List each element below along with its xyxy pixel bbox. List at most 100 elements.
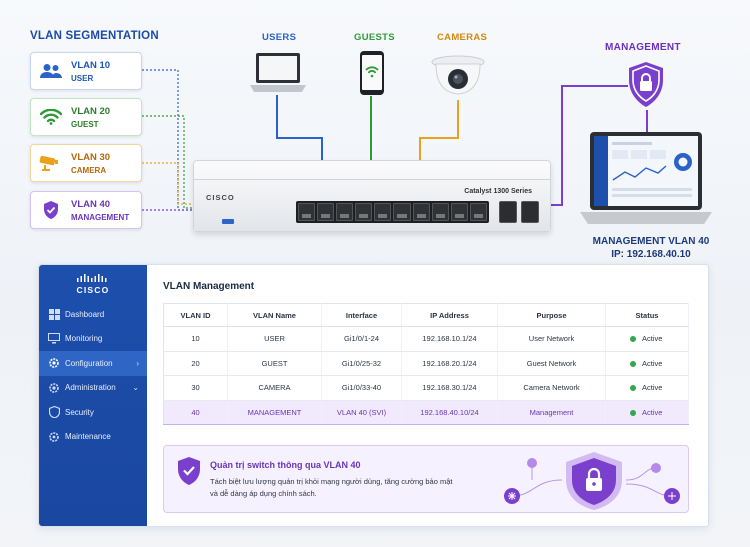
callout-line: Tách biệt lưu lượng quản trị khỏi mạng n… bbox=[210, 477, 453, 486]
cell-vlan-id: 30 bbox=[163, 375, 228, 401]
cell-interface: Gi1/0/1-24 bbox=[321, 326, 402, 352]
status-badge: Active bbox=[605, 399, 689, 425]
sidebar-item-label: Dashboard bbox=[65, 309, 105, 319]
cell-interface: Gi1/0/25-32 bbox=[321, 351, 402, 376]
status-dot-icon bbox=[630, 360, 636, 367]
sidebar-item-monitoring[interactable]: Monitoring bbox=[39, 327, 147, 352]
shield-lock-icon bbox=[629, 62, 663, 107]
management-host-ip: IP: 192.168.40.10 bbox=[611, 249, 691, 260]
cell-interface: Gi1/0/33-40 bbox=[321, 375, 402, 401]
management-label: MANAGEMENT bbox=[605, 42, 681, 53]
management-host-title: MANAGEMENT VLAN 40 bbox=[592, 236, 710, 247]
vlan-card-name: MANAGEMENT bbox=[71, 212, 130, 222]
sfp-port bbox=[521, 201, 539, 223]
dashboard-icon bbox=[47, 307, 61, 321]
shield-check-icon bbox=[178, 457, 200, 485]
status-badge: Active bbox=[605, 351, 689, 376]
status-text: Active bbox=[642, 358, 663, 368]
cell-vlan-id: 10 bbox=[163, 326, 228, 352]
cell-ip-address: 192.168.30.1/24 bbox=[401, 375, 498, 401]
cell-purpose: User Network bbox=[497, 326, 606, 352]
dome-camera-icon bbox=[431, 55, 485, 95]
cell-ip-address: 192.168.40.10/24 bbox=[401, 399, 498, 425]
vlan-card-id: VLAN 20 bbox=[71, 105, 111, 117]
callout-line: và dễ dàng áp dụng chính sách. bbox=[210, 488, 317, 498]
info-callout: Quản trị switch thông qua VLAN 40 Tách b… bbox=[163, 445, 689, 513]
sidebar-item-configuration[interactable]: Configuration › bbox=[39, 351, 147, 376]
vlan-card-id: VLAN 30 bbox=[71, 151, 111, 163]
vlan-card-camera: VLAN 30 CAMERA bbox=[30, 144, 142, 182]
sidebar-item-maintenance[interactable]: Maintenance bbox=[39, 425, 147, 450]
vlan-table: VLAN ID VLAN Name Interface IP Address P… bbox=[163, 303, 689, 425]
cell-vlan-id: 20 bbox=[163, 351, 228, 376]
table-row[interactable]: 10 USER Gi1/0/1-24 192.168.10.1/24 User … bbox=[163, 326, 689, 352]
status-badge: Active bbox=[605, 326, 689, 352]
sidebar-item-label: Administration bbox=[65, 383, 116, 393]
switch-model: Catalyst 1300 Series bbox=[464, 188, 532, 195]
wrench-icon bbox=[47, 430, 61, 444]
gear-icon bbox=[47, 356, 61, 370]
vlan-card-user: VLAN 10 USER bbox=[30, 52, 142, 90]
cell-ip-address: 192.168.20.1/24 bbox=[401, 351, 498, 376]
sidebar-item-dashboard[interactable]: Dashboard bbox=[39, 302, 147, 327]
network-switch: CISCO Catalyst 1300 Series bbox=[193, 160, 551, 232]
callout-body: Tách biệt lưu lượng quản trị khỏi mạng n… bbox=[210, 476, 470, 499]
laptop-icon bbox=[250, 53, 306, 92]
vlan-card-name: CAMERA bbox=[71, 165, 107, 175]
vlan-card-name: GUEST bbox=[71, 119, 99, 129]
sidebar-item-label: Monitoring bbox=[65, 334, 103, 344]
admin-gear-icon bbox=[47, 381, 61, 395]
sidebar-item-label: Security bbox=[65, 407, 94, 417]
guests-label: GUESTS bbox=[354, 32, 395, 43]
cell-purpose: Camera Network bbox=[497, 375, 606, 401]
shield-check-icon bbox=[31, 200, 71, 220]
table-row[interactable]: 20 GUEST Gi1/0/25-32 192.168.20.1/24 Gue… bbox=[163, 351, 689, 376]
ethernet-ports bbox=[296, 201, 489, 223]
sidebar-item-label: Maintenance bbox=[65, 432, 111, 442]
cell-vlan-name: USER bbox=[227, 326, 322, 352]
column-header: IP Address bbox=[401, 303, 498, 327]
shield-icon bbox=[47, 405, 61, 419]
users-icon bbox=[31, 63, 71, 79]
vlan-card-name: USER bbox=[71, 73, 94, 83]
page-title: VLAN Management bbox=[163, 281, 255, 292]
chevron-right-icon: › bbox=[136, 358, 139, 368]
column-header: VLAN Name bbox=[227, 303, 322, 327]
column-header: VLAN ID bbox=[163, 303, 228, 327]
cell-vlan-name: GUEST bbox=[227, 351, 322, 376]
vlan-management-panel: CISCO Dashboard Monitoring Configuration… bbox=[38, 264, 709, 527]
cell-purpose: Management bbox=[497, 399, 606, 425]
cell-purpose: Guest Network bbox=[497, 351, 606, 376]
status-text: Active bbox=[642, 383, 663, 393]
cell-ip-address: 192.168.10.1/24 bbox=[401, 326, 498, 352]
smartphone-icon bbox=[360, 51, 384, 95]
column-header: Purpose bbox=[497, 303, 606, 327]
cameras-label: CAMERAS bbox=[437, 32, 488, 43]
cctv-camera-icon bbox=[31, 155, 71, 171]
table-row[interactable]: 30 CAMERA Gi1/0/33-40 192.168.30.1/24 Ca… bbox=[163, 375, 689, 401]
status-badge: Active bbox=[605, 375, 689, 401]
table-row-highlighted[interactable]: 40 MANAGEMENT VLAN 40 (SVI) 192.168.40.1… bbox=[163, 399, 689, 425]
cell-vlan-name: MANAGEMENT bbox=[227, 399, 322, 425]
vlan-card-id: VLAN 10 bbox=[71, 59, 111, 71]
status-dot-icon bbox=[630, 385, 636, 392]
users-label: USERS bbox=[262, 32, 297, 43]
sidebar-item-security[interactable]: Security bbox=[39, 400, 147, 425]
switch-brand: CISCO bbox=[206, 193, 235, 202]
network-shield-graphic bbox=[504, 452, 680, 510]
cell-interface: VLAN 40 (SVI) bbox=[321, 399, 402, 425]
vlan-segmentation-title: VLAN SEGMENTATION bbox=[30, 30, 159, 42]
callout-title: Quản trị switch thông qua VLAN 40 bbox=[210, 460, 361, 470]
sidebar-item-administration[interactable]: Administration ⌄ bbox=[39, 376, 147, 401]
sfp-port bbox=[499, 201, 517, 223]
column-header: Status bbox=[605, 303, 689, 327]
cell-vlan-name: CAMERA bbox=[227, 375, 322, 401]
sidebar-item-label: Configuration bbox=[65, 358, 113, 368]
status-text: Active bbox=[642, 334, 663, 344]
cisco-logo: CISCO bbox=[39, 268, 147, 300]
status-text: Active bbox=[642, 407, 663, 417]
chevron-down-icon: ⌄ bbox=[132, 383, 139, 393]
status-dot-icon bbox=[630, 336, 636, 343]
